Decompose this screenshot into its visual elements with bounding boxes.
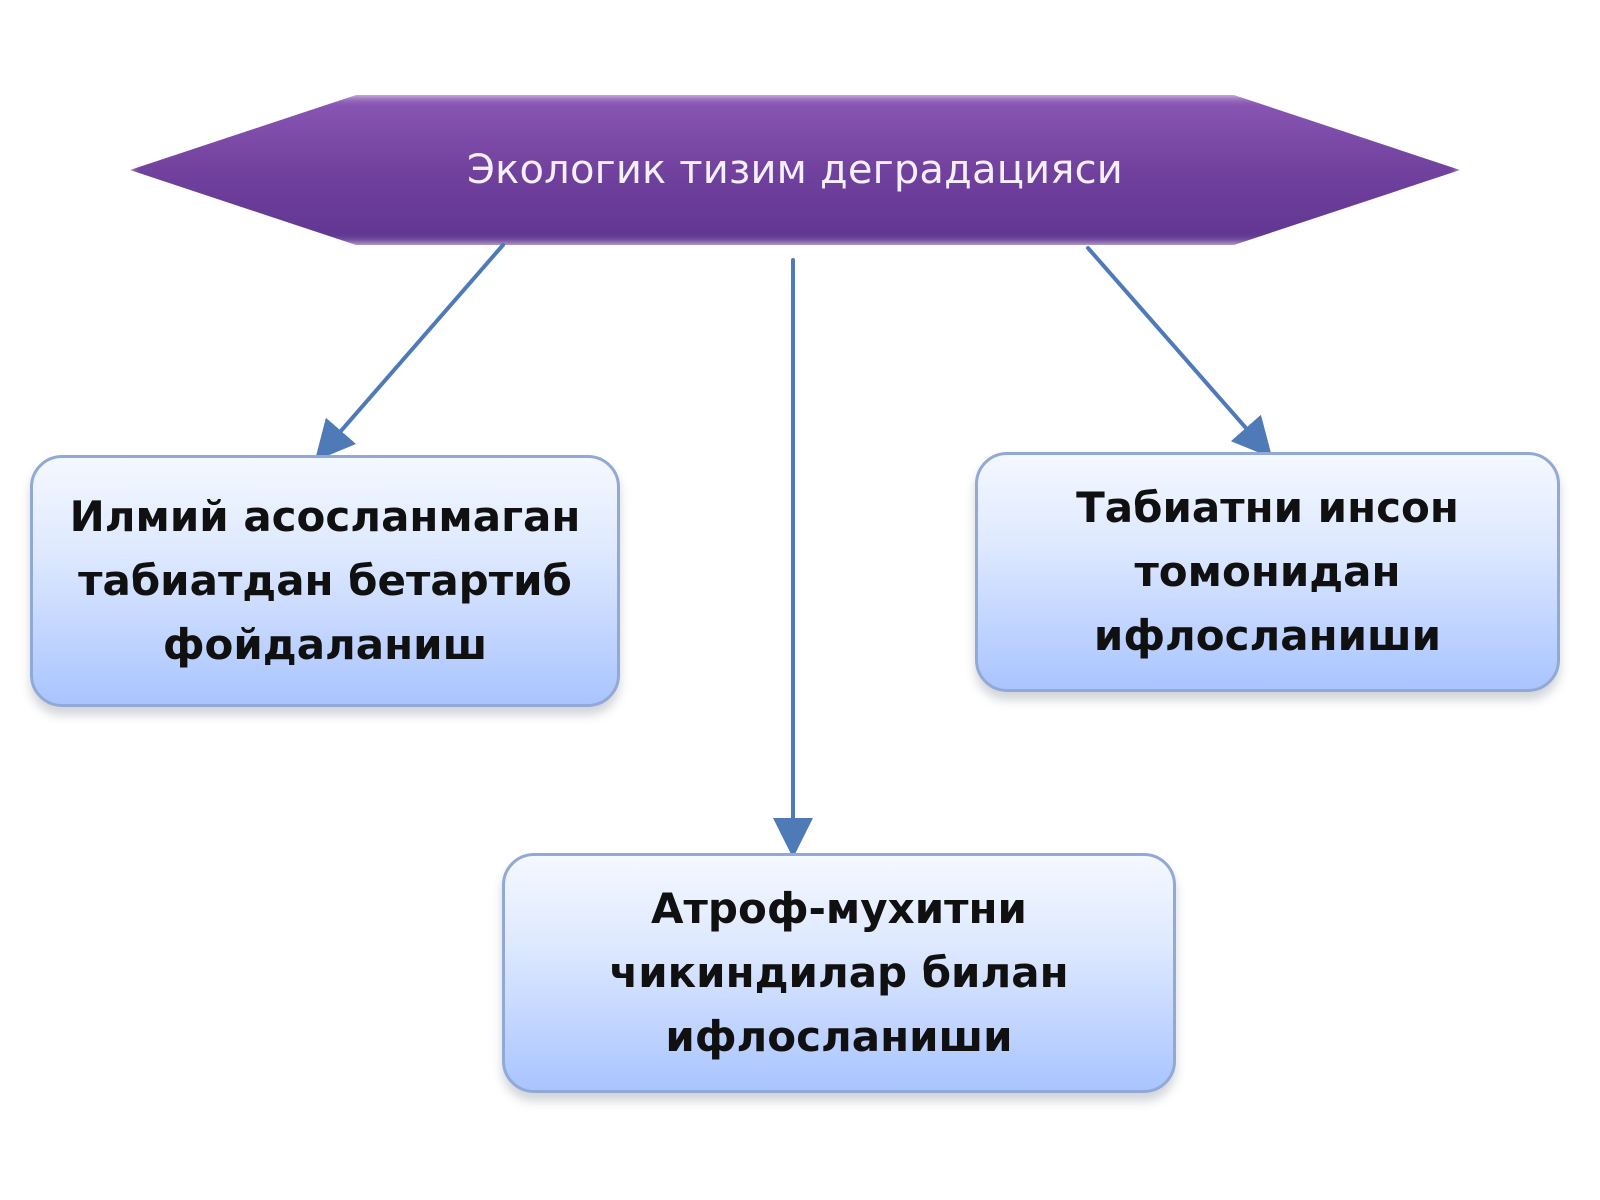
- arrow-left: [314, 243, 505, 462]
- box-left: Илмий асосланмаган табиатдан бетартиб фо…: [30, 455, 620, 707]
- box-bottom: Атроф-мухитни чикиндилар билан ифлослани…: [502, 853, 1176, 1093]
- box-right-text: Табиатни инсон томонидан ифлосланиши: [1076, 483, 1459, 660]
- header-shape: [130, 95, 1460, 245]
- box-left-text: Илмий асосланмаган табиатдан бетартиб фо…: [69, 492, 581, 669]
- arrow-right: [1086, 246, 1273, 459]
- box-right: Табиатни инсон томонидан ифлосланиши: [975, 452, 1560, 692]
- box-bottom-text: Атроф-мухитни чикиндилар билан ифлослани…: [609, 884, 1069, 1061]
- header-title: Экологик тизим деградацияси: [467, 147, 1123, 193]
